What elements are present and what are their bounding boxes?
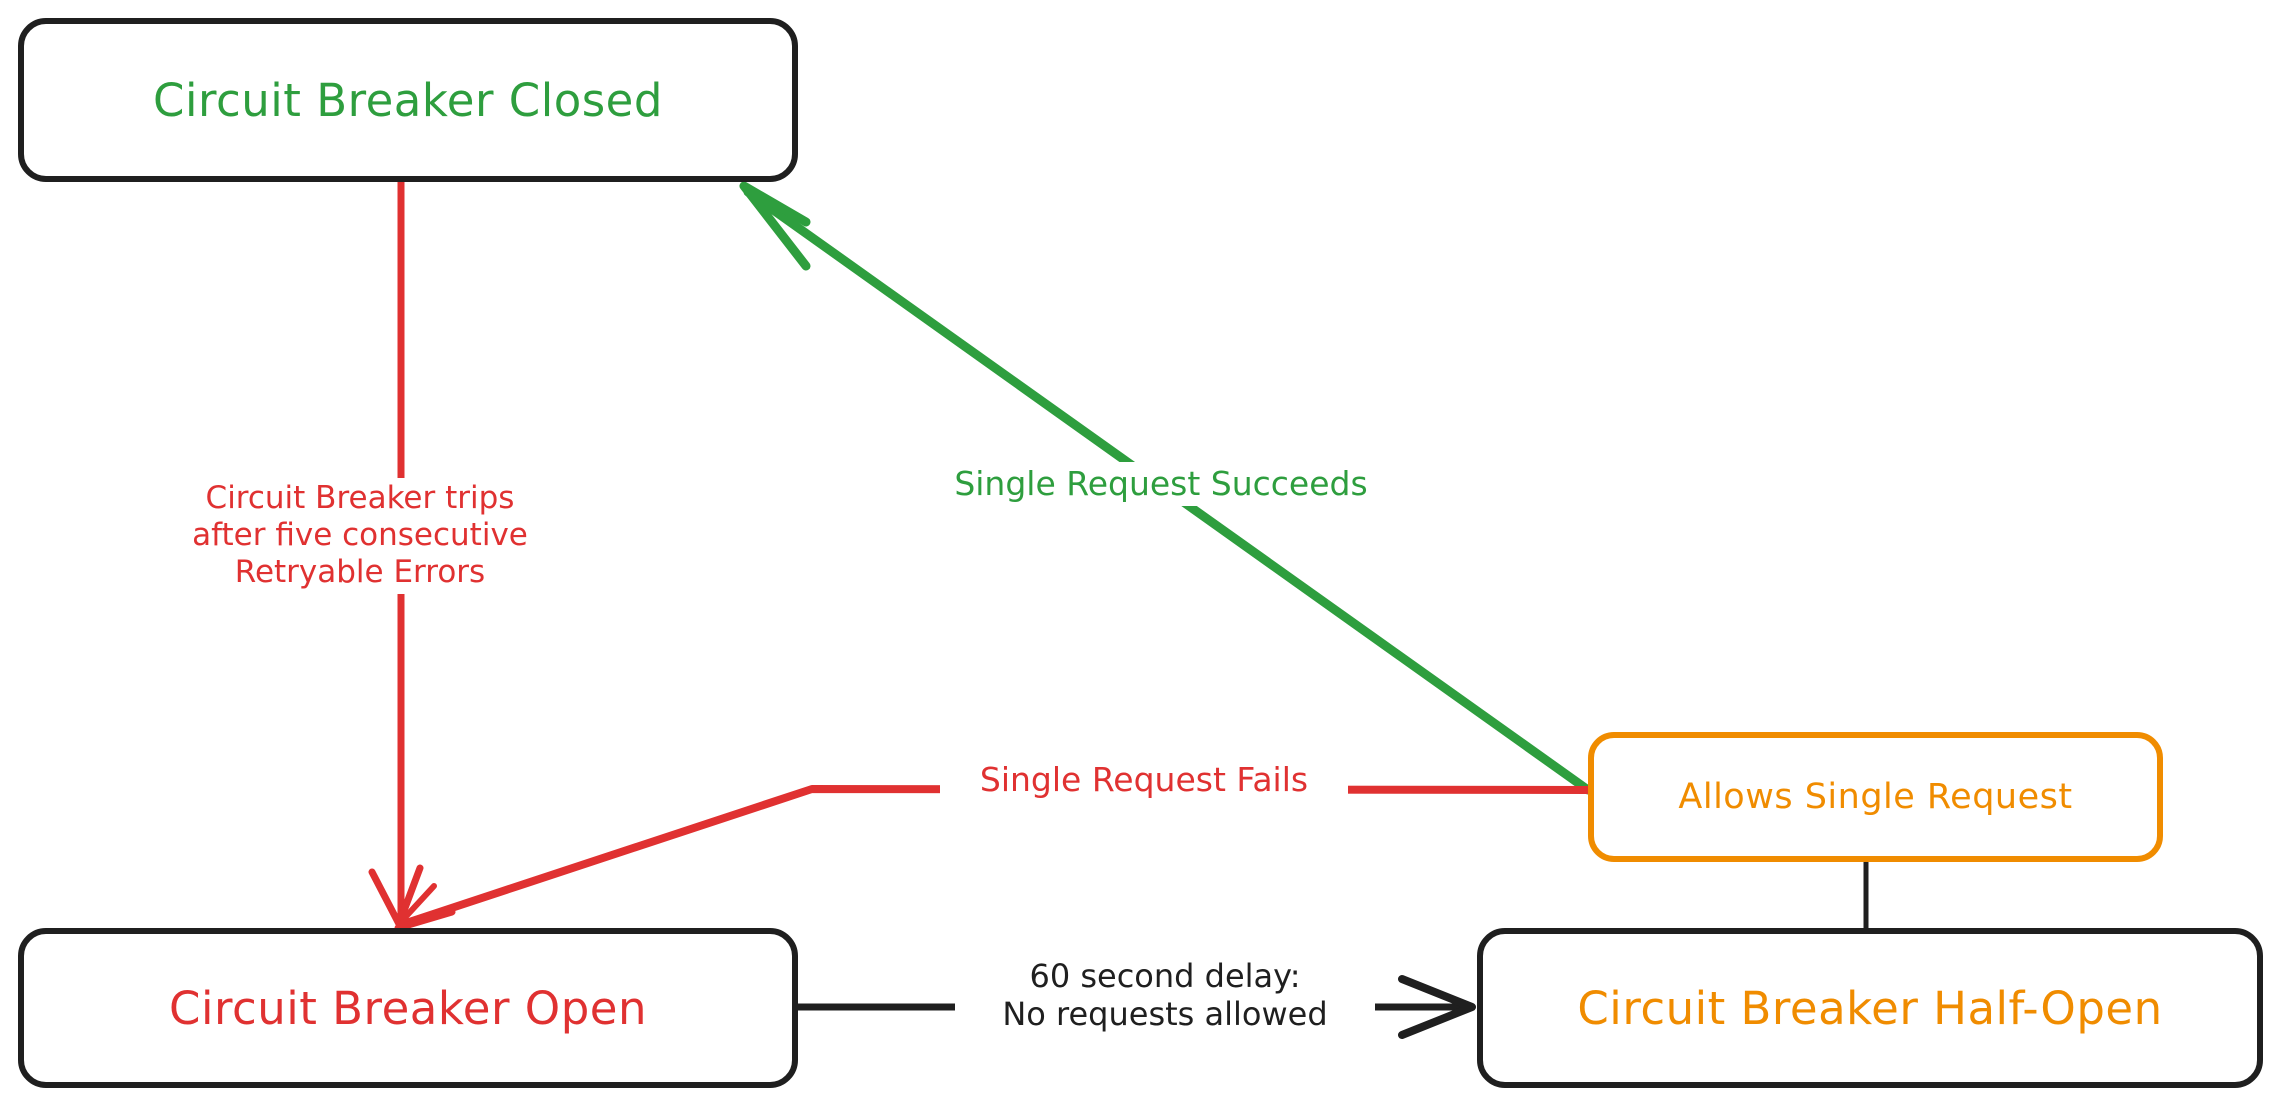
node-allows-single-request[interactable]: Allows Single Request bbox=[1588, 732, 2163, 862]
node-circuit-breaker-closed[interactable]: Circuit Breaker Closed bbox=[18, 18, 798, 182]
node-label-open: Circuit Breaker Open bbox=[169, 981, 647, 1035]
node-circuit-breaker-half-open[interactable]: Circuit Breaker Half-Open bbox=[1477, 928, 2263, 1088]
node-label-closed: Circuit Breaker Closed bbox=[153, 73, 663, 127]
node-circuit-breaker-open[interactable]: Circuit Breaker Open bbox=[18, 928, 798, 1088]
edge-allows-to-open bbox=[394, 785, 1592, 954]
edge-label-allows-to-closed: Single Request Succeeds bbox=[916, 462, 1406, 506]
edge-label-allows-to-open: Single Request Fails bbox=[940, 758, 1348, 802]
node-label-half-open: Circuit Breaker Half-Open bbox=[1577, 981, 2163, 1035]
node-label-allows-single-request: Allows Single Request bbox=[1678, 777, 2073, 817]
edge-label-open-to-halfopen: 60 second delay: No requests allowed bbox=[955, 955, 1375, 1036]
edge-label-closed-to-open: Circuit Breaker trips after five consecu… bbox=[150, 478, 570, 594]
